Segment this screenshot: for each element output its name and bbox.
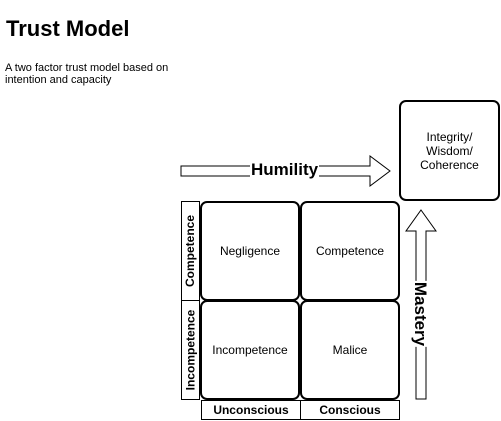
column-label-unconscious: Unconscious	[201, 400, 301, 420]
cell-incompetence-label: Incompetence	[212, 343, 288, 357]
row-label-incompetence-cell: Incompetence	[181, 300, 200, 400]
cell-incompetence: Incompetence	[200, 300, 300, 400]
page-title: Trust Model	[6, 16, 130, 41]
cell-negligence: Negligence	[200, 201, 300, 301]
cell-competence-label: Competence	[315, 244, 385, 258]
row-label-competence: Competence	[183, 214, 198, 288]
row-label-competence-cell: Competence	[181, 201, 200, 301]
cell-competence: Competence	[300, 201, 400, 301]
row-label-incompetence: Incompetence	[183, 309, 198, 391]
mastery-label-wrap: Mastery	[405, 280, 435, 348]
page-subtitle: A two factor trust model based on intent…	[5, 62, 169, 86]
cell-negligence-label: Negligence	[219, 244, 281, 258]
humility-label: Humility	[250, 160, 320, 180]
integrity-wisdom-coherence-box: Integrity/ Wisdom/ Coherence	[399, 100, 500, 201]
mastery-label: Mastery	[410, 280, 431, 348]
cell-malice: Malice	[300, 300, 400, 400]
column-label-conscious: Conscious	[300, 400, 400, 420]
cell-malice-label: Malice	[332, 343, 368, 357]
target-box-label: Integrity/ Wisdom/ Coherence	[420, 129, 479, 172]
